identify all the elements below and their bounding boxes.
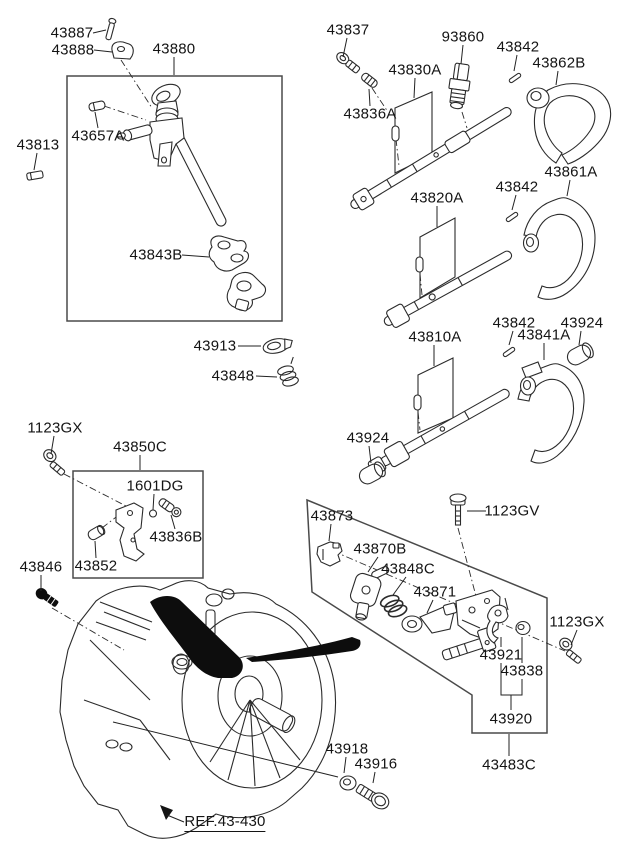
bolt-43887: [105, 17, 117, 41]
washer-43913: [262, 338, 293, 354]
leader-43813: [33, 152, 38, 171]
pin-43657a: [88, 100, 106, 112]
leader-43888: [93, 49, 113, 53]
lever-43871: [401, 602, 458, 634]
leader-43887: [92, 29, 107, 34]
shaft-43830a: [350, 106, 512, 211]
pin-43842-3: [502, 346, 516, 358]
transmission-housing: [59, 580, 361, 839]
bushing-43924-right: [566, 342, 594, 366]
spring-43848c: [379, 594, 408, 618]
bushing-43924-left: [358, 461, 386, 485]
lever-43921: [486, 597, 509, 644]
group-box-43850c: [72, 470, 204, 579]
leader-43924-2: [368, 445, 372, 464]
leader-43873: [328, 523, 332, 542]
leader-43830A: [413, 77, 416, 99]
leader-93860: [460, 44, 464, 65]
fork-43841a: [517, 361, 585, 464]
bolt-1123gx-right: [559, 637, 582, 664]
shaft-43820a: [383, 250, 513, 328]
pin-43813: [26, 170, 44, 181]
group-box-43880: [66, 75, 283, 322]
leader-lines: [33, 29, 582, 784]
fork-43862b: [526, 83, 612, 165]
leader-43836B: [170, 514, 176, 530]
leader-43837: [342, 37, 348, 58]
sensor-93860: [448, 62, 471, 110]
shaft-43810a: [367, 388, 510, 476]
bolt-43916: [355, 783, 390, 810]
spring-screw-43836b: [158, 498, 182, 518]
bracket-43850c: [115, 502, 145, 562]
leader-43842-1: [513, 54, 518, 72]
ring-1601dg: [148, 509, 158, 518]
leader-43843B: [181, 254, 210, 258]
group-box-43920: [306, 498, 548, 734]
bolt-1123gx-left: [43, 449, 66, 476]
flag-panel-43820a: [415, 217, 456, 299]
fork-43861a: [522, 197, 596, 300]
callout-bracket-lines: [500, 663, 523, 710]
ref-arrow: [160, 805, 185, 823]
leader-1123GX-2: [570, 629, 578, 646]
leader-43842-2: [511, 194, 517, 211]
leader-1123GX-1: [50, 435, 55, 455]
cap-43838: [515, 620, 531, 636]
bolt-1123gv: [449, 493, 467, 526]
leader-1601DG: [152, 493, 155, 511]
leader-43657A: [94, 111, 99, 129]
leader-43870B: [367, 556, 379, 573]
shift-lever-assembly-43880: [116, 83, 227, 227]
washer-43918: [339, 775, 357, 791]
leader-43871: [426, 599, 434, 614]
leader-43848C: [392, 576, 407, 596]
bolt-43837: [336, 51, 361, 74]
leader-43861A: [566, 179, 571, 197]
bracket-43843b: [208, 235, 267, 312]
spring-pin-43836a: [361, 72, 378, 88]
pin-43842-1: [508, 72, 522, 84]
lever-43870b: [349, 566, 390, 621]
leader-43852: [94, 540, 97, 559]
leader-43862B: [555, 70, 559, 86]
pin-43842-2: [505, 211, 519, 223]
leader-43836A: [368, 88, 371, 107]
leader-43924-1: [578, 330, 582, 346]
leader-43848: [255, 375, 278, 378]
center-lines: [51, 59, 566, 652]
spring-43848: [277, 356, 299, 387]
bushing-43852: [87, 524, 106, 541]
leader-43916: [372, 771, 376, 784]
plug-43846: [35, 588, 59, 607]
leader-43842-3: [508, 330, 514, 346]
cap-43888: [111, 41, 134, 60]
clip-43873: [316, 541, 343, 567]
leader-43918: [343, 756, 347, 774]
